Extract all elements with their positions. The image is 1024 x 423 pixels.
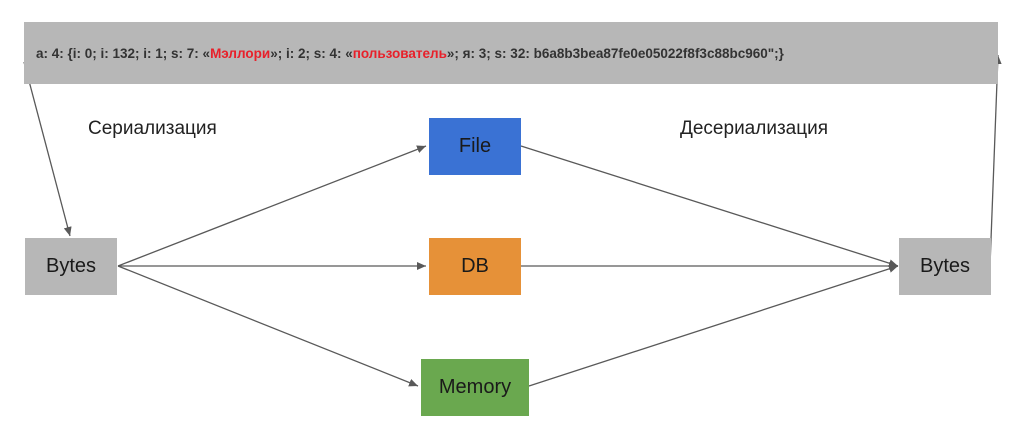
arrow-bytes-to-memory	[117, 265, 419, 387]
arrow-bytes-right-to-banner	[989, 54, 1002, 267]
deserialization-label: Десериализация	[680, 118, 829, 139]
banner-text-part-3: »; я: 3; s: 32: b6a8b3bea87fe0e05022f8f3…	[446, 45, 784, 61]
banner-text-part-2: »; i: 2; s: 4: «	[270, 45, 353, 61]
serialization-label: Сериализация	[88, 118, 217, 139]
arrow-file-to-bytes-right	[520, 145, 899, 268]
serialized-string-banner: a: 4: {i: 0; i: 132; i: 1; s: 7: « Мэлло…	[24, 22, 998, 84]
arrow-banner-to-bytes-left	[23, 61, 72, 237]
bytes-right-box: Bytes	[899, 238, 991, 295]
arrow-memory-to-bytes-right	[528, 264, 899, 387]
arrow-bytes-to-file	[117, 145, 427, 267]
banner-highlight-role: пользователь	[352, 45, 447, 61]
banner-highlight-name: Мэллори	[210, 45, 271, 61]
file-box: File	[429, 118, 521, 175]
memory-box: Memory	[421, 359, 529, 416]
banner-text-part-1: a: 4: {i: 0; i: 132; i: 1; s: 7: «	[36, 45, 211, 61]
bytes-left-box: Bytes	[25, 238, 117, 295]
db-box: DB	[429, 238, 521, 295]
